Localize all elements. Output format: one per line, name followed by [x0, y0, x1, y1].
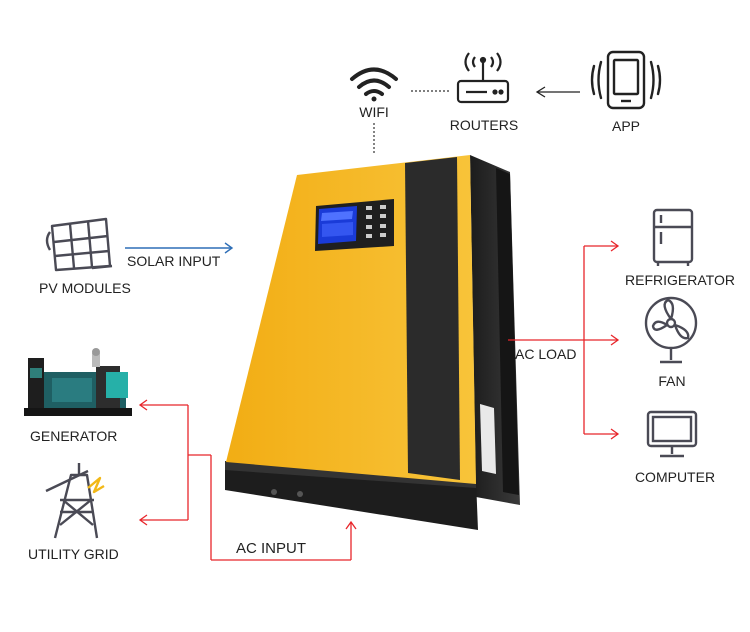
router-icon	[456, 52, 510, 104]
generator-label: GENERATOR	[30, 428, 118, 444]
computer-label: COMPUTER	[634, 469, 716, 485]
generator-image	[24, 348, 132, 416]
utility-grid-label: UTILITY GRID	[28, 546, 119, 562]
ac-input-label: AC INPUT	[236, 540, 307, 557]
solar-input-arrow	[125, 242, 234, 254]
fan-label: FAN	[658, 373, 686, 389]
solar-panel-icon	[45, 217, 113, 272]
power-tower-icon	[45, 463, 105, 539]
ac-load-lines	[508, 240, 620, 440]
app-label: APP	[611, 118, 641, 134]
solar-input-label: SOLAR INPUT	[127, 253, 221, 269]
inverter-image	[225, 155, 520, 530]
computer-icon	[646, 410, 698, 458]
ac-load-label: AC LOAD	[515, 346, 577, 362]
pv-modules-label: PV MODULES	[39, 280, 131, 296]
app-to-router-arrow	[535, 86, 580, 98]
fan-icon	[644, 296, 698, 364]
refrigerator-label: REFRIGERATOR	[625, 272, 735, 288]
refrigerator-icon	[652, 208, 694, 266]
ac-input-lines	[138, 399, 357, 561]
wifi-label: WIFI	[359, 104, 389, 120]
routers-label: ROUTERS	[449, 117, 519, 133]
wifi-icon	[350, 67, 398, 102]
smartphone-icon	[590, 50, 662, 110]
